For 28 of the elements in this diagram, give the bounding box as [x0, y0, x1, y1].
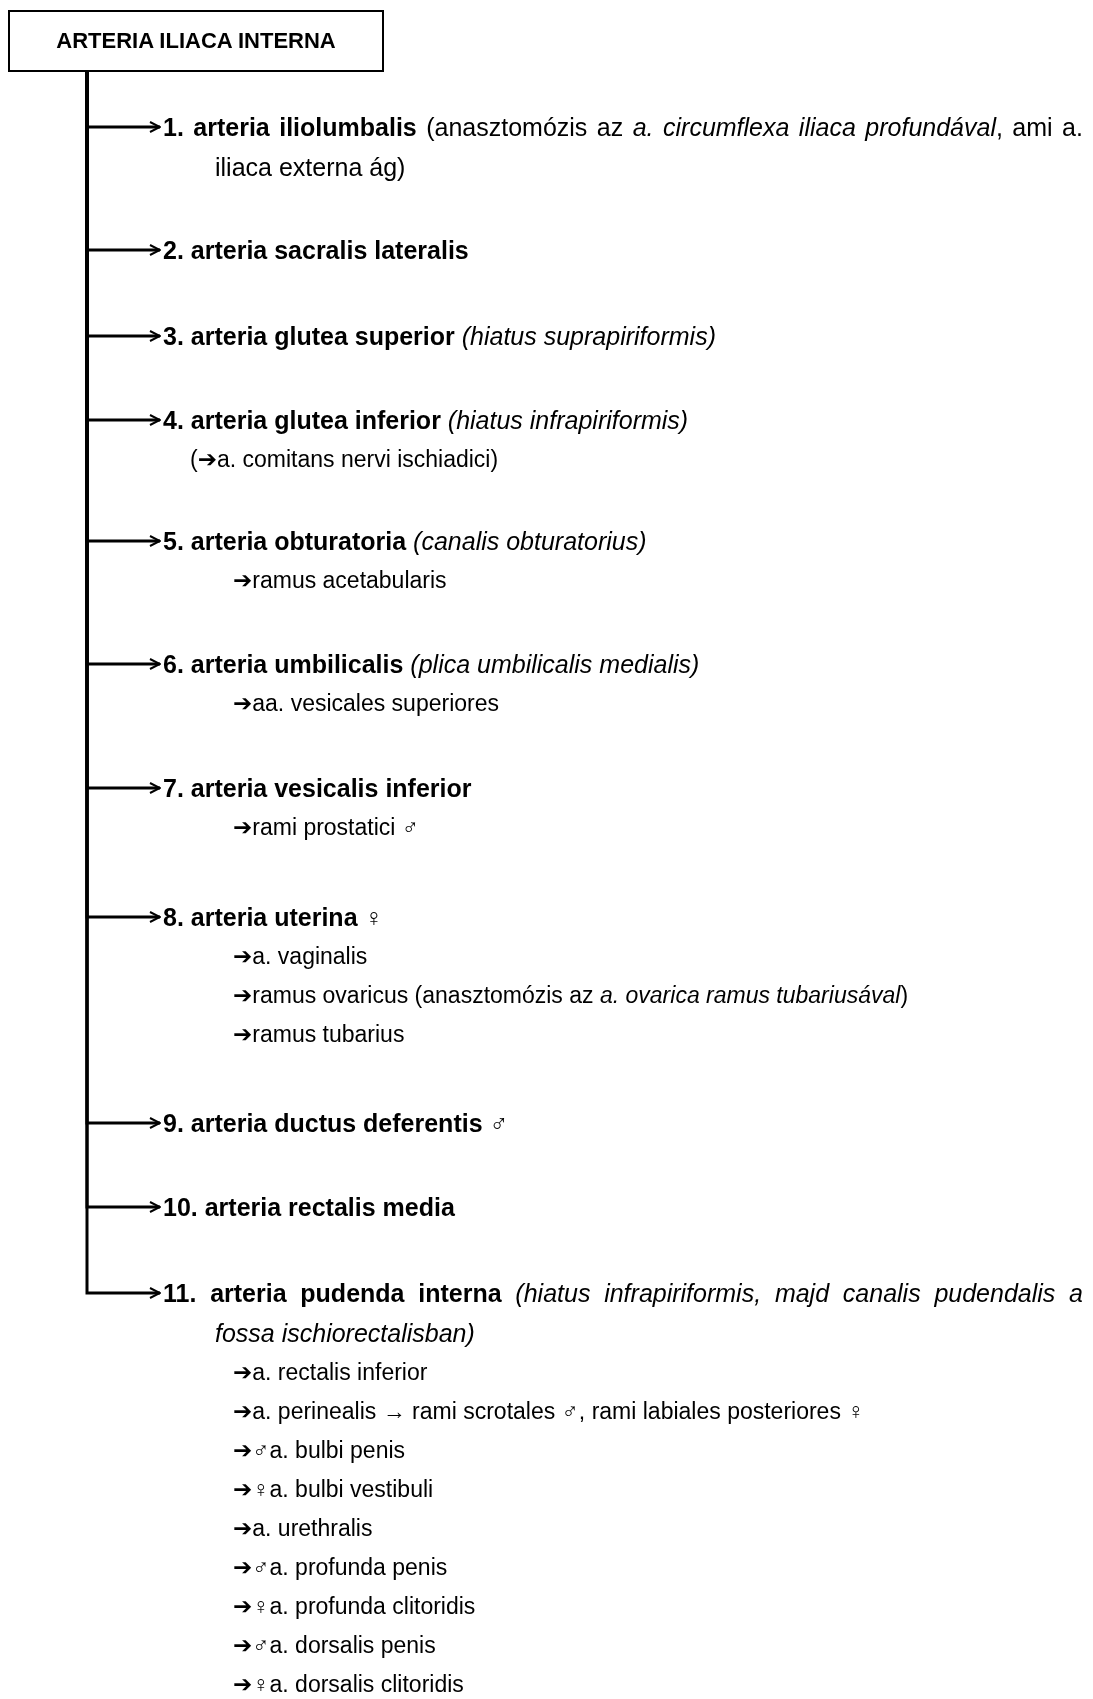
branch-item: ➔♀a. bulbi vestibuli: [233, 1475, 435, 1504]
artery-heading: 5. arteria obturatoria (canalis obturatorius): [163, 526, 648, 557]
branch-item: ➔♂a. dorsalis penis: [233, 1631, 437, 1660]
artery-heading: 9. arteria ductus deferentis ♂: [163, 1108, 510, 1139]
branch-item: ➔♂a. bulbi penis: [233, 1436, 407, 1465]
branch-item: (➔a. comitans nervi ischiadici): [190, 445, 500, 474]
branch-item: ➔rami prostatici ♂: [233, 813, 421, 842]
branch-item: ➔♂a. profunda penis: [233, 1553, 449, 1582]
branch-item: ➔♀a. dorsalis clitoridis: [233, 1670, 465, 1699]
branch-item: ➔ramus ovaricus (anasztomózis az a. ovarica ramus tubariusával): [233, 981, 910, 1010]
artery-heading: 10. arteria rectalis media: [163, 1192, 456, 1223]
artery-heading: 4. arteria glutea inferior (hiatus infrapiriformis): [163, 405, 690, 436]
branch-item: ➔♀a. profunda clitoridis: [233, 1592, 477, 1621]
artery-heading: 8. arteria uterina ♀: [163, 902, 385, 933]
branch-item: ➔a. perinealis → rami scrotales ♂, rami labiales posteriores ♀: [233, 1397, 866, 1426]
heading-box: ARTERIA ILIACA INTERNA: [8, 10, 384, 72]
branch-item: ➔aa. vesicales superiores: [233, 689, 500, 718]
artery-heading: 6. arteria umbilicalis (plica umbilicalis medialis): [163, 649, 701, 680]
artery-heading: 11. arteria pudenda interna (hiatus infrapiriformis, majd canalis pudendalis a fossa ischiorectalisban): [163, 1278, 1083, 1349]
branch-item: ➔a. vaginalis: [233, 942, 369, 971]
artery-heading: 3. arteria glutea superior (hiatus suprapiriformis): [163, 321, 717, 352]
artery-heading: 1. arteria iliolumbalis (anasztomózis az a. circumflexa iliaca profundával, ami a. iliaca externa ág): [163, 112, 1083, 183]
branch-item: ➔ramus tubarius: [233, 1020, 406, 1049]
branch-item: ➔ramus acetabularis: [233, 566, 448, 595]
artery-heading: 7. arteria vesicalis inferior: [163, 773, 473, 804]
branch-item: ➔a. urethralis: [233, 1514, 374, 1543]
artery-heading: 2. arteria sacralis lateralis: [163, 235, 470, 266]
branch-item: ➔a. rectalis inferior: [233, 1358, 429, 1387]
